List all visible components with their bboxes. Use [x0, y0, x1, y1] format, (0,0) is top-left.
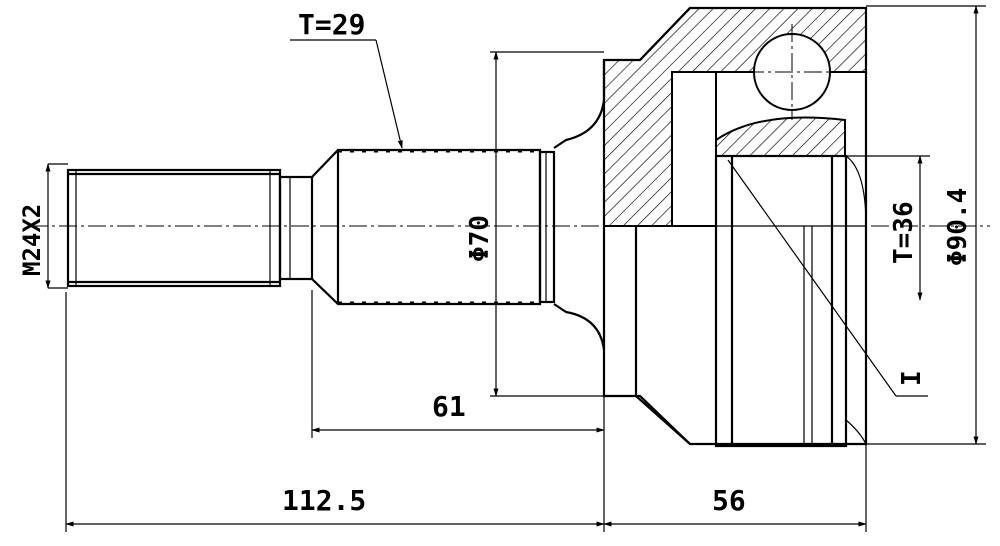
- outer-diameter-dimension: [866, 5, 986, 445]
- length-total-dimension: [65, 292, 605, 532]
- teeth-inner-dimension: [846, 155, 930, 301]
- outer-diameter-label: Φ90.4: [943, 188, 973, 266]
- length-bell-label: 56: [712, 484, 746, 517]
- length-61-dimension: [311, 290, 605, 438]
- teeth-inner-label: T=36: [889, 201, 919, 264]
- threaded-shaft-end: [48, 163, 282, 289]
- teeth-outer-label: T=29: [298, 8, 365, 41]
- length-bell-dimension: [603, 444, 867, 532]
- inner-mark-leader: [727, 159, 928, 397]
- length-total-label: 112.5: [282, 484, 366, 517]
- shaft-diameter-dimension: [490, 51, 604, 397]
- length-61-label: 61: [432, 390, 466, 423]
- shaft-neck: [278, 175, 314, 281]
- thread-label: M24X2: [18, 204, 46, 276]
- teeth-outer-leader: [290, 39, 403, 149]
- ball-bearing: [746, 24, 838, 120]
- inner-mark-label: I: [897, 370, 927, 386]
- splined-shaft: [311, 60, 606, 351]
- shaft-diameter-label: Φ70: [465, 215, 495, 262]
